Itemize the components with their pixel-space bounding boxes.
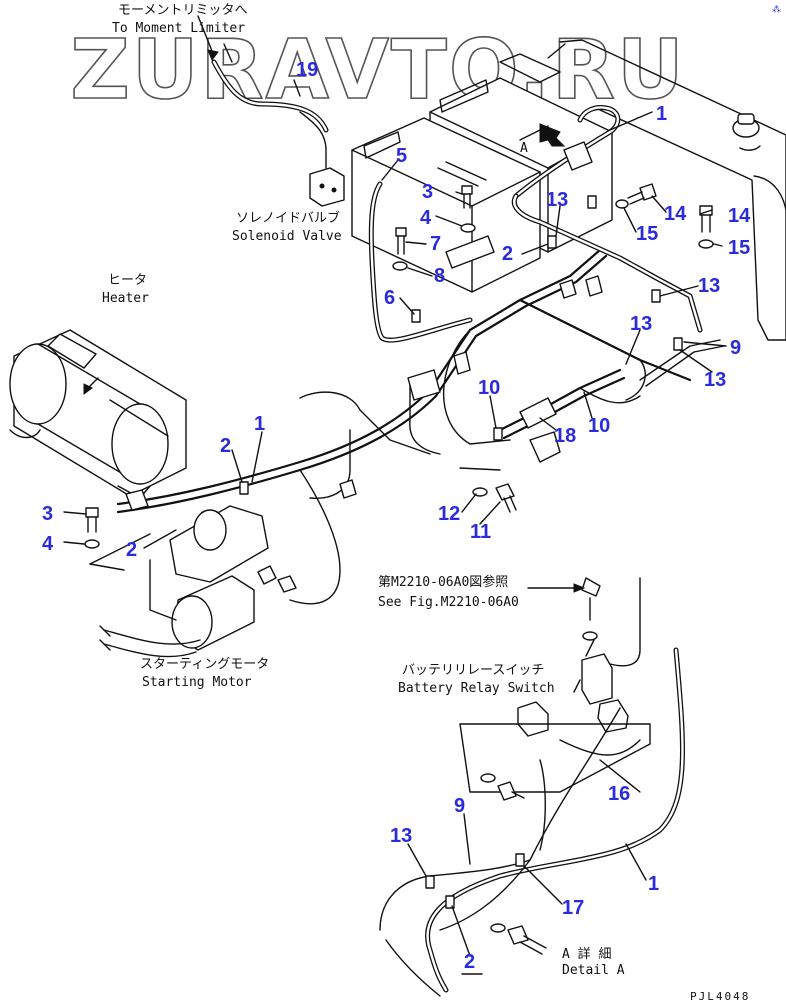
label-starting-en: Starting Motor [142, 675, 252, 690]
label-detail-jp: A 詳 細 [562, 946, 611, 962]
washer-4-top [460, 223, 476, 233]
reference-arrows [83, 15, 586, 693]
washer-15-b [698, 239, 714, 249]
battery-relay-switch [517, 577, 641, 737]
bolt-7 [395, 227, 407, 255]
bolt-3-top [461, 185, 473, 209]
label-heater-jp: ヒータ [108, 273, 147, 288]
clamps [239, 195, 683, 909]
callout-10-b: 10 [588, 415, 610, 437]
callout-13-a: 13 [546, 189, 568, 211]
washer-4-left [84, 539, 100, 549]
solenoid-valve [299, 111, 345, 207]
label-battery-en: Battery Relay Switch [398, 681, 555, 696]
watermark: ZURAVTO.RU [70, 23, 685, 118]
connectors [125, 141, 603, 593]
label-see-fig-en: See Fig.M2210-06A0 [378, 595, 519, 610]
harness-10 [498, 359, 646, 463]
bolt-14-b [699, 205, 713, 233]
callout-1-top: 1 [656, 103, 667, 125]
callout-13-detail: 13 [390, 825, 412, 847]
callout-1-left: 1 [254, 413, 265, 435]
label-heater-en: Heater [102, 291, 149, 306]
callout-10-a: 10 [478, 377, 500, 399]
label-moment-limiter-jp: モーメントリミッタへ [118, 3, 247, 18]
cable-13-top [511, 105, 703, 333]
label-moment-limiter-en: To Moment Limiter [112, 21, 245, 36]
callout-13-b: 13 [698, 275, 720, 297]
callout-18: 18 [554, 425, 576, 447]
callout-8: 8 [434, 265, 445, 287]
bolt-11 [495, 483, 517, 513]
callout-2-top: 2 [502, 243, 513, 265]
callout-7: 7 [430, 233, 441, 255]
starting-motor [99, 505, 269, 658]
callout-3-left: 3 [42, 503, 53, 525]
callout-2-detail: 2 [464, 951, 475, 973]
fuel-tank [547, 39, 786, 341]
drawing-code: PJL4048 [690, 990, 750, 1003]
label-battery-jp: バッテリリレースイッチ [402, 663, 544, 678]
callout-16: 16 [608, 783, 630, 805]
callout-14-b: 14 [728, 205, 751, 227]
callout-4-top: 4 [420, 207, 432, 229]
callout-6: 6 [384, 287, 395, 309]
view-a-marker: A [520, 141, 528, 156]
cable-9 [639, 339, 725, 387]
label-starting-jp: スターティングモータ [140, 657, 269, 672]
heater [9, 329, 187, 499]
view-a-arrow [539, 123, 566, 147]
callout-9-detail: 9 [454, 795, 465, 817]
callout-2-left: 2 [220, 435, 231, 457]
bolt-14-a [627, 183, 657, 205]
bolt-3-left [85, 507, 99, 533]
label-solenoid-jp: ソレノイドバルブ [236, 210, 340, 226]
callout-19: 19 [296, 59, 318, 81]
callout-4-left: 4 [42, 533, 54, 555]
callout-12: 12 [438, 503, 460, 525]
callout-11: 11 [470, 521, 491, 543]
callout-2-mid: 2 [126, 539, 137, 561]
label-see-fig-jp: 第M2210-06A0図参照 [378, 574, 508, 590]
leader-lines [63, 79, 727, 957]
callout-15-a: 15 [636, 223, 658, 245]
washer-15-a [615, 199, 629, 209]
cable-19 [211, 59, 329, 133]
detail-bolt [480, 773, 547, 955]
cable-5 [368, 181, 473, 343]
callout-13-c: 13 [630, 313, 652, 335]
label-solenoid-en: Solenoid Valve [232, 229, 342, 244]
corner-mark: ⁂ [772, 4, 781, 15]
callout-3-top: 3 [422, 181, 433, 203]
callout-15-b: 15 [728, 237, 750, 259]
detail-a-harness [379, 647, 686, 997]
callout-17: 17 [562, 897, 584, 919]
callout-5: 5 [396, 145, 407, 167]
label-detail-en: Detail A [562, 963, 625, 978]
washer-8 [392, 261, 408, 271]
callout-14-a: 14 [664, 203, 687, 225]
callout-1-detail: 1 [648, 873, 659, 895]
callout-9-top: 9 [730, 337, 741, 359]
callout-13-d: 13 [704, 369, 726, 391]
